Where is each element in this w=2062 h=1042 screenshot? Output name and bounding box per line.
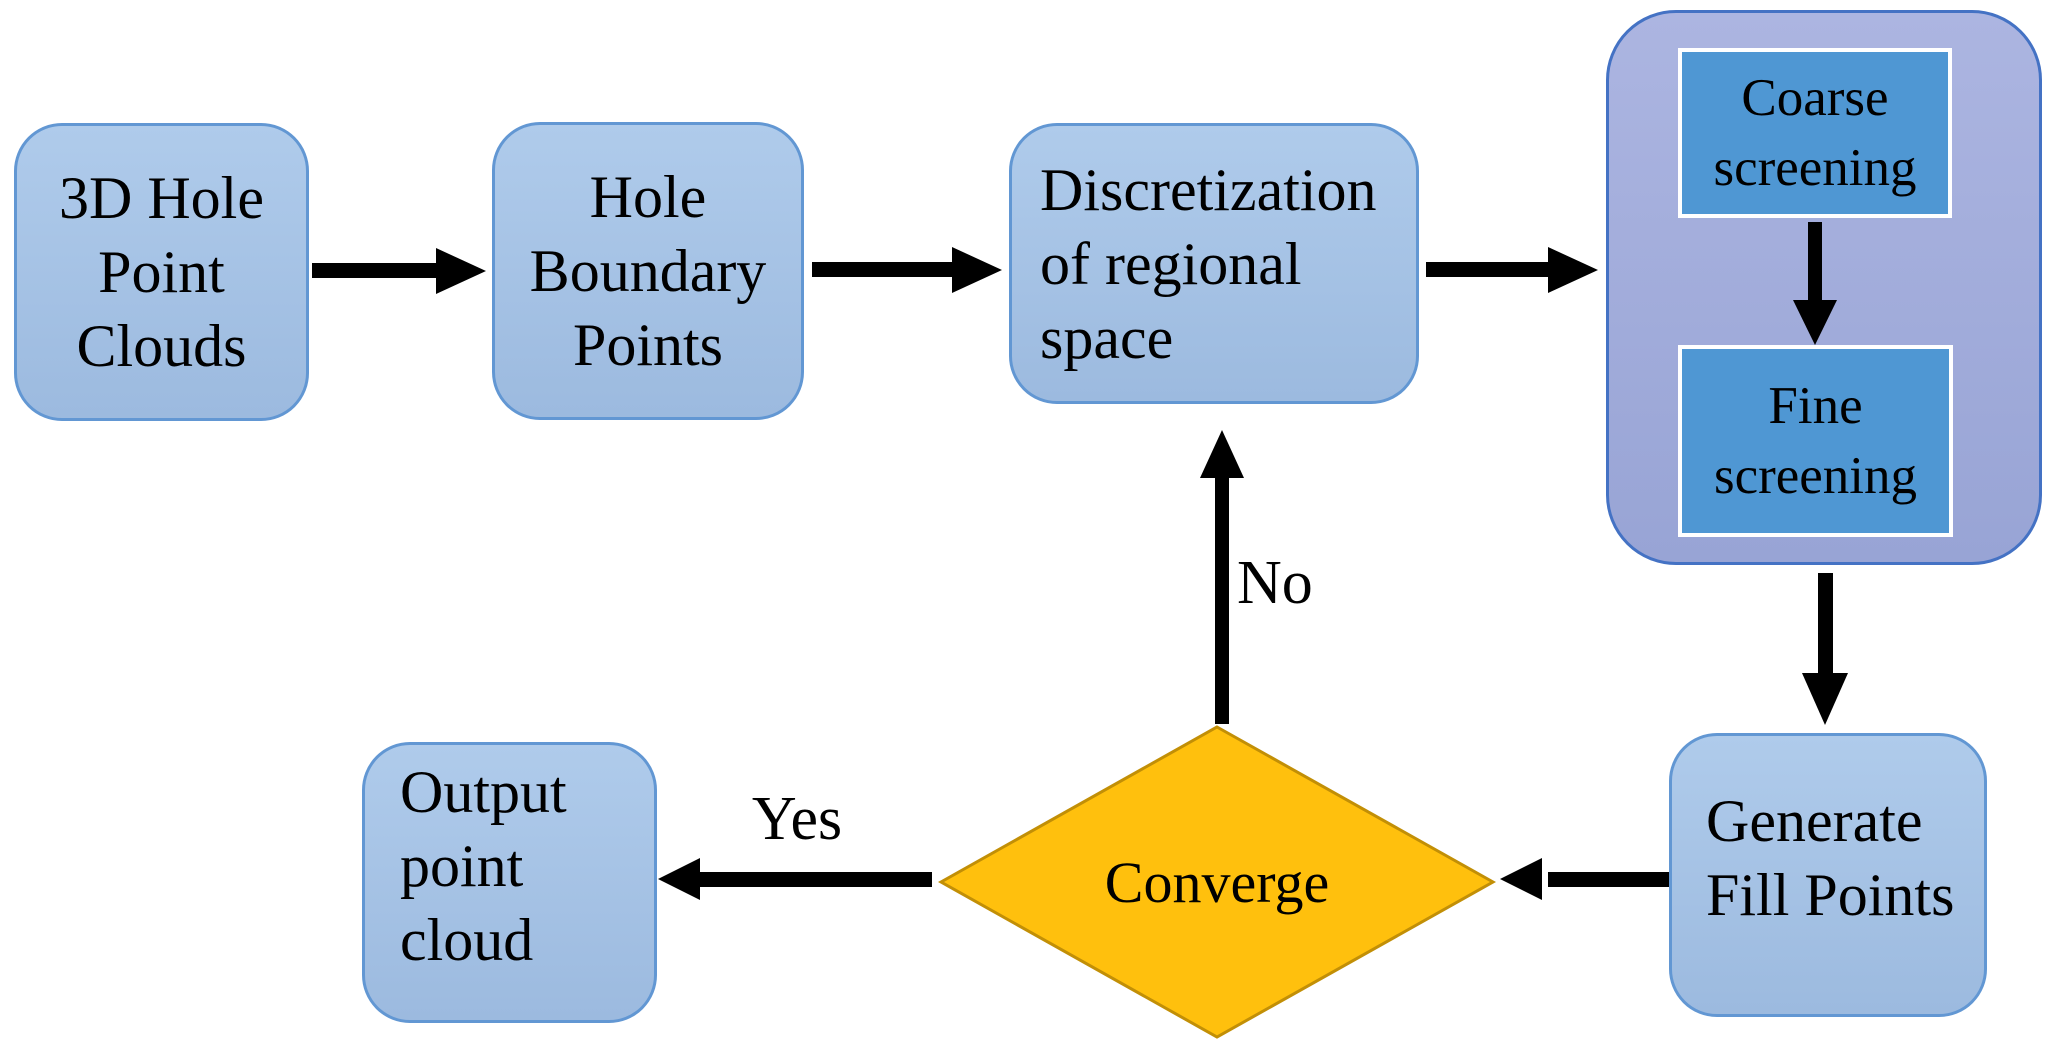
node-coarse-screening-line2: screening bbox=[1713, 139, 1917, 197]
arrow-head-left-icon bbox=[1500, 858, 1542, 900]
node-hole-boundary-points-line1: Hole bbox=[589, 164, 707, 230]
node-converge-label: Converge bbox=[1104, 849, 1330, 915]
node-generate-fill-points-line2: Fill Points bbox=[1706, 862, 1955, 928]
edge-label-no: No bbox=[1237, 549, 1313, 617]
arrow-head-right-icon bbox=[952, 247, 1002, 293]
node-output-point-cloud-line1: Output bbox=[400, 759, 567, 825]
node-fine-screening: Fine screening bbox=[1678, 345, 1953, 537]
edge-label-yes: Yes bbox=[751, 785, 843, 853]
node-coarse-screening: Coarse screening bbox=[1678, 48, 1952, 218]
arrow-head-right-icon bbox=[436, 248, 486, 294]
node-generate-fill-points-line1: Generate bbox=[1706, 788, 1923, 854]
arrow-shaft bbox=[1548, 872, 1669, 887]
node-discretization-line2: of regional bbox=[1040, 230, 1302, 297]
node-hole-boundary-points-line3: Points bbox=[572, 312, 724, 378]
node-output-point-cloud-line3: cloud bbox=[400, 907, 534, 973]
arrow-shaft bbox=[312, 263, 436, 278]
arrow-shaft bbox=[700, 872, 932, 887]
node-discretization-line1: Discretization bbox=[1040, 156, 1377, 223]
node-output-point-cloud-line2: point bbox=[400, 833, 524, 899]
node-discretization: Discretization of regional space bbox=[1009, 123, 1419, 404]
arrow-shaft bbox=[1808, 222, 1822, 300]
arrow-head-down-icon bbox=[1802, 673, 1848, 725]
node-converge-decision: Converge bbox=[938, 724, 1496, 1040]
arrow-head-right-icon bbox=[1548, 247, 1598, 293]
arrow-shaft bbox=[812, 262, 952, 277]
node-hole-boundary-points: Hole Boundary Points bbox=[492, 122, 804, 420]
arrow-shaft bbox=[1818, 573, 1833, 673]
diamond-shape bbox=[938, 725, 1496, 1039]
arrow-head-down-icon bbox=[1793, 300, 1837, 345]
node-3d-hole-point-clouds-line1: 3D Hole bbox=[59, 165, 264, 231]
node-output-point-cloud: Output point cloud bbox=[362, 742, 657, 1023]
arrow-head-left-icon bbox=[658, 858, 700, 900]
arrow-shaft bbox=[1426, 262, 1548, 277]
node-fine-screening-line2: screening bbox=[1713, 447, 1918, 505]
node-hole-boundary-points-line2: Boundary bbox=[529, 238, 767, 304]
node-3d-hole-point-clouds: 3D Hole Point Clouds bbox=[14, 123, 309, 421]
node-discretization-line3: space bbox=[1040, 304, 1174, 371]
node-3d-hole-point-clouds-line2: Point bbox=[98, 239, 225, 305]
node-generate-fill-points: Generate Fill Points bbox=[1669, 733, 1987, 1017]
arrow-head-up-icon bbox=[1200, 430, 1244, 478]
node-coarse-screening-line1: Coarse bbox=[1741, 69, 1889, 127]
node-3d-hole-point-clouds-line3: Clouds bbox=[76, 313, 247, 379]
node-fine-screening-line1: Fine bbox=[1768, 377, 1863, 435]
arrow-shaft bbox=[1215, 476, 1229, 724]
